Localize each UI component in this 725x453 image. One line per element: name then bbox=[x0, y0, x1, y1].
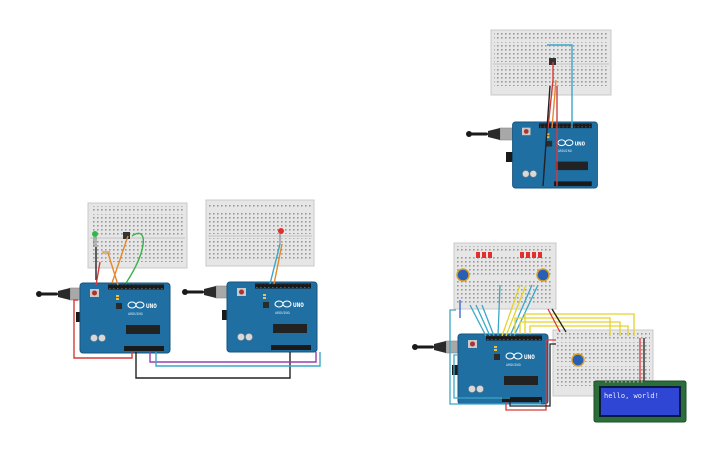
potentiometer[interactable] bbox=[456, 268, 470, 282]
arduino-uno-board[interactable] bbox=[79, 282, 171, 354]
arduino-uno-board[interactable] bbox=[512, 121, 598, 189]
breadboard[interactable] bbox=[87, 202, 188, 269]
circuit-pushbutton[interactable] bbox=[465, 29, 612, 189]
circuit-lcd[interactable]: hello, world! bbox=[411, 242, 687, 423]
pushbutton[interactable] bbox=[123, 232, 130, 239]
pushbutton[interactable] bbox=[549, 58, 556, 65]
lcd-display[interactable]: hello, world! bbox=[593, 380, 687, 423]
potentiometer[interactable] bbox=[571, 353, 585, 367]
wires bbox=[73, 232, 321, 379]
arduino-uno-board[interactable] bbox=[457, 333, 549, 405]
arduino-uno-board[interactable] bbox=[226, 281, 318, 353]
lcd-text: hello, world! bbox=[604, 392, 659, 400]
red-led[interactable] bbox=[278, 228, 284, 244]
led-row[interactable] bbox=[476, 252, 542, 258]
green-led[interactable] bbox=[92, 231, 98, 247]
breadboard[interactable] bbox=[490, 29, 612, 96]
wires bbox=[449, 284, 645, 411]
wires bbox=[542, 44, 573, 187]
resistor bbox=[102, 251, 110, 254]
circuit-two-arduino[interactable] bbox=[35, 199, 321, 379]
potentiometer[interactable] bbox=[536, 268, 550, 282]
breadboard[interactable] bbox=[205, 199, 315, 267]
